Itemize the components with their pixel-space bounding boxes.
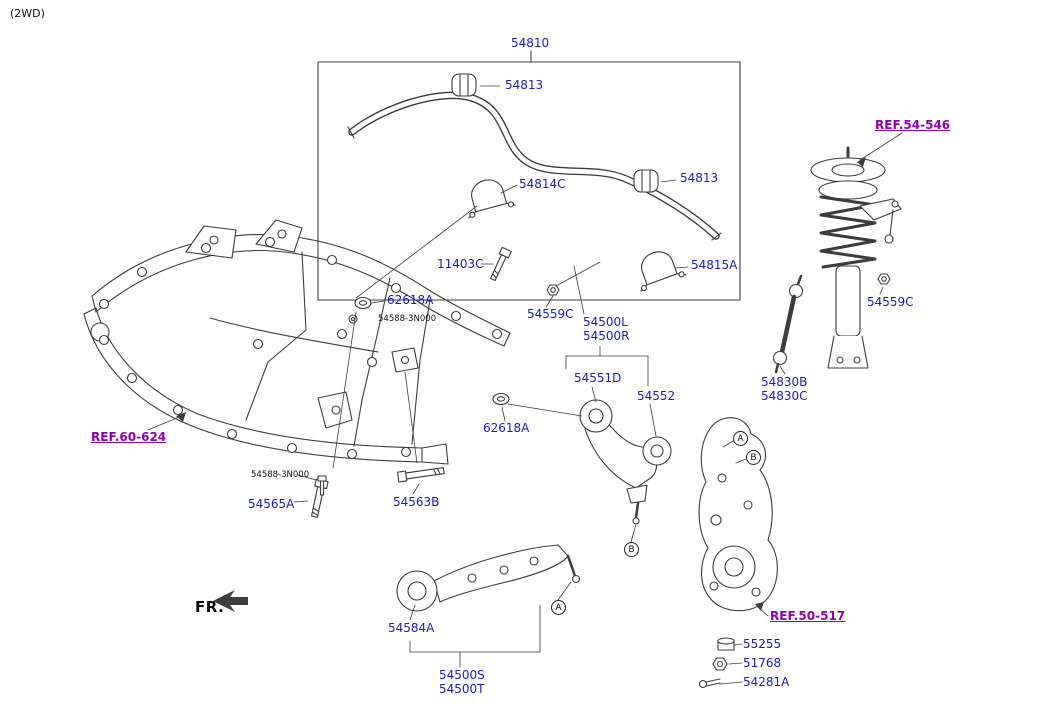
stabilizer-bar-drawing	[347, 91, 722, 241]
nut-54559c-center-drawing	[546, 284, 560, 296]
part-label-54500t: 54500T	[439, 682, 485, 696]
knuckle-drawing	[698, 417, 778, 612]
bushing-54813-right-drawing	[633, 169, 659, 193]
leader-lines	[147, 85, 903, 685]
part-label-54810: 54810	[511, 36, 550, 50]
group-box-54810	[317, 50, 741, 301]
bushing-54813-top-drawing	[451, 73, 477, 97]
fr-indicator-label: FR.	[195, 598, 225, 616]
note-54588-3n000-lower: 54588-3N000	[251, 470, 310, 480]
part-label-54500l: 54500L	[583, 315, 628, 329]
part-label-54281a: 54281A	[743, 675, 790, 689]
part-label-51768: 51768	[743, 656, 782, 670]
washer-54588-top-drawing	[348, 314, 358, 324]
bolt-54588-lower-drawing	[317, 475, 327, 496]
drivetrain-note: (2WD)	[10, 7, 45, 20]
part-label-54584a: 54584A	[388, 621, 435, 635]
part-label-54813-right: 54813	[680, 171, 719, 185]
part-label-54813-top: 54813	[505, 78, 544, 92]
bracket-54815a-drawing	[640, 251, 687, 292]
callout-b-knuckle: B	[746, 450, 761, 465]
callout-a-arm: A	[551, 600, 566, 615]
split-pin-54281a-drawing	[698, 678, 721, 689]
bolt-54563b-drawing	[396, 467, 445, 483]
bolt-54565a-drawing	[310, 478, 329, 518]
bracket-54814c-drawing	[468, 179, 516, 219]
part-label-11403c: 11403C	[437, 257, 484, 271]
part-label-55255: 55255	[743, 637, 782, 651]
ref-link-60-624[interactable]: REF.60-624	[91, 430, 167, 444]
part-label-54551d: 54551D	[574, 371, 622, 385]
part-label-54559c-right: 54559C	[867, 295, 914, 309]
ref-link-54-546[interactable]: REF.54-546	[875, 118, 951, 132]
callout-a-knuckle: A	[733, 431, 748, 446]
part-label-54563b: 54563B	[393, 495, 440, 509]
nut-62618a-top-drawing	[354, 296, 372, 310]
fr-direction-arrow-icon	[213, 590, 248, 612]
tension-arm-drawing	[396, 544, 581, 612]
part-label-54559c-center: 54559C	[527, 307, 574, 321]
callout-b-arm: B	[624, 542, 639, 557]
part-label-54830b: 54830B	[761, 375, 808, 389]
part-label-54815a: 54815A	[691, 258, 738, 272]
nut-55255-drawing	[717, 637, 735, 651]
part-label-54565a: 54565A	[248, 497, 295, 511]
nut-51768-drawing	[712, 657, 728, 671]
part-label-62618a-lower: 62618A	[483, 421, 530, 435]
part-label-54814c: 54814C	[519, 177, 566, 191]
part-label-54500r: 54500R	[583, 329, 630, 343]
part-label-54830c: 54830C	[761, 389, 808, 403]
part-label-54500s: 54500S	[439, 668, 485, 682]
part-label-62618a-top: 62618A	[387, 293, 434, 307]
part-label-54552: 54552	[637, 389, 676, 403]
subframe-drawing	[83, 219, 511, 465]
note-54588-3n000-top: 54588-3N000	[378, 314, 437, 324]
stabilizer-link-drawing	[772, 274, 804, 374]
nut-54559c-right-drawing	[877, 273, 891, 285]
front-lower-arm-drawing	[579, 399, 672, 525]
ref-link-50-517[interactable]: REF.50-517	[770, 609, 846, 623]
nut-62618a-lower-drawing	[492, 392, 510, 406]
strut-assembly-drawing	[810, 146, 902, 369]
bolt-11403c-drawing	[489, 246, 512, 282]
